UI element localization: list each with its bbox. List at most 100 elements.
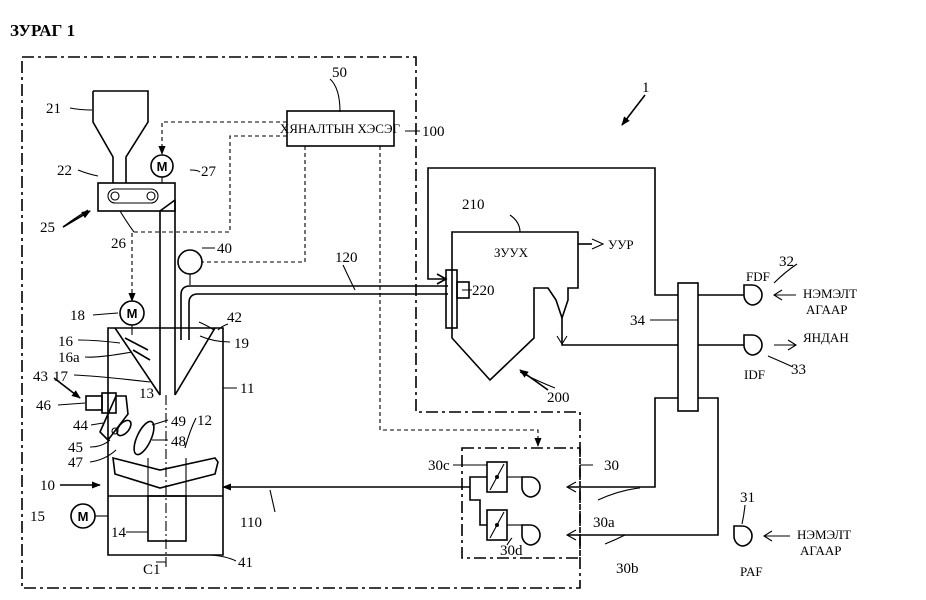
ref-c1: C1 bbox=[143, 562, 161, 578]
funnel-16a bbox=[124, 337, 151, 361]
hopper-21 bbox=[92, 90, 149, 183]
paf-inlet-arrow bbox=[762, 530, 773, 542]
ref-34: 34 bbox=[630, 313, 646, 329]
fan-fdf-32 bbox=[743, 284, 763, 306]
ref-210: 210 bbox=[462, 197, 485, 213]
exhaust-pipe-120-outer bbox=[180, 285, 448, 340]
igniter-46 bbox=[85, 395, 103, 411]
boiler-label: ЗУУХ bbox=[494, 245, 529, 260]
ref-50: 50 bbox=[332, 65, 347, 81]
ref-30a: 30a bbox=[593, 515, 615, 531]
ref-30c: 30c bbox=[428, 458, 450, 474]
ref-41: 41 bbox=[238, 555, 253, 571]
signal-to-air-unit-30 bbox=[379, 146, 542, 447]
ref-44: 44 bbox=[73, 418, 89, 434]
paf-label: PAF bbox=[740, 564, 763, 579]
ref-19: 19 bbox=[234, 336, 249, 352]
fan-30c bbox=[521, 476, 541, 498]
fdf-inlet-arrow bbox=[772, 289, 783, 301]
ref-31: 31 bbox=[740, 490, 755, 506]
secondary-air-2-line2: АГААР bbox=[800, 543, 842, 558]
belt-roller-left bbox=[110, 191, 120, 201]
boiler-210 bbox=[451, 231, 579, 382]
idf-label: IDF bbox=[744, 367, 765, 382]
air-unit-boundary-30 bbox=[461, 447, 581, 559]
sensor-40 bbox=[177, 249, 203, 275]
ref-13: 13 bbox=[139, 386, 154, 402]
feeder-25 bbox=[97, 182, 176, 212]
steam-label: УУР bbox=[608, 237, 634, 252]
ref-15: 15 bbox=[30, 509, 45, 525]
ref-45: 45 bbox=[68, 440, 83, 456]
air-30b-arrow bbox=[565, 529, 577, 541]
nozzle-air-line bbox=[427, 167, 678, 296]
ref-16a: 16a bbox=[58, 350, 80, 366]
idf-outlet-arrow bbox=[787, 339, 798, 351]
leader-arrow-43 bbox=[53, 377, 81, 399]
ref-43: 43 bbox=[33, 369, 48, 385]
ref-40: 40 bbox=[217, 241, 232, 257]
signal-to-motor-27 bbox=[158, 121, 287, 155]
air-30a-arrow bbox=[565, 481, 577, 493]
ref-200: 200 bbox=[547, 390, 570, 406]
ref-120: 120 bbox=[335, 250, 358, 266]
secondary-air-1-line2: АГААР bbox=[806, 302, 848, 317]
nozzle-air-arrow bbox=[436, 273, 448, 285]
ref-21: 21 bbox=[46, 101, 61, 117]
leader-arrow-1 bbox=[621, 94, 646, 126]
ref-26: 26 bbox=[111, 236, 127, 252]
fan-30d bbox=[521, 524, 541, 546]
leader-arrow-25 bbox=[62, 210, 91, 228]
fdf-label: FDF bbox=[746, 269, 770, 284]
signal-to-motor-18 bbox=[128, 135, 287, 302]
nozzle-220 bbox=[445, 269, 458, 329]
ref-18: 18 bbox=[70, 308, 85, 324]
pivot-point bbox=[111, 427, 119, 435]
air-line-30a bbox=[568, 397, 678, 488]
ref-11: 11 bbox=[240, 381, 254, 397]
feed-pipe-17-top bbox=[159, 199, 176, 212]
ref-14: 14 bbox=[111, 525, 127, 541]
secondary-air-2-line1: НЭМЭЛТ bbox=[797, 527, 851, 542]
ref-33: 33 bbox=[791, 362, 806, 378]
exhaust-pipe-120-inner bbox=[188, 293, 448, 340]
electrode-48 bbox=[133, 420, 155, 456]
ref-12: 12 bbox=[197, 413, 212, 429]
flue-gas-arrow bbox=[556, 335, 568, 346]
air-line-30b bbox=[568, 397, 719, 536]
damper-30c-pivot bbox=[495, 475, 499, 479]
air-line-110 bbox=[469, 476, 487, 526]
figure-title: ЗУРАГ 1 bbox=[10, 21, 75, 40]
ref-48: 48 bbox=[171, 434, 186, 450]
ref-42: 42 bbox=[227, 310, 242, 326]
ref-220: 220 bbox=[472, 283, 495, 299]
leader-arrow-200 bbox=[519, 369, 549, 391]
secondary-air-1-line1: НЭМЭЛТ bbox=[803, 286, 857, 301]
ref-27: 27 bbox=[201, 164, 217, 180]
fan-idf-33 bbox=[743, 334, 763, 356]
ref-16: 16 bbox=[58, 334, 74, 350]
leader-lines bbox=[57, 78, 798, 563]
gasifier-vessel-11 bbox=[107, 327, 224, 556]
ref-30: 30 bbox=[604, 458, 619, 474]
signal-from-sensor-40 bbox=[202, 146, 306, 263]
belt-26 bbox=[107, 188, 159, 204]
fan-paf-31 bbox=[733, 525, 753, 547]
ref-100: 100 bbox=[422, 124, 445, 140]
steam-arrow bbox=[591, 238, 605, 250]
motor-18-label: M bbox=[127, 306, 138, 321]
control-unit-label: ХЯНАЛТЫН ХЭСЭГ bbox=[280, 121, 401, 136]
ref-47: 47 bbox=[68, 455, 84, 471]
shaft-14 bbox=[147, 495, 187, 542]
ref-49: 49 bbox=[171, 414, 186, 430]
ref-110: 110 bbox=[240, 515, 262, 531]
feed-pipe-17 bbox=[159, 200, 176, 395]
ref-25: 25 bbox=[40, 220, 55, 236]
belt-roller-right bbox=[146, 191, 156, 201]
ref-17: 17 bbox=[53, 369, 69, 385]
ref-1: 1 bbox=[642, 80, 650, 96]
funnel-16 bbox=[114, 327, 216, 396]
motor-27-label: M bbox=[157, 159, 168, 174]
grate-12 bbox=[112, 456, 219, 489]
